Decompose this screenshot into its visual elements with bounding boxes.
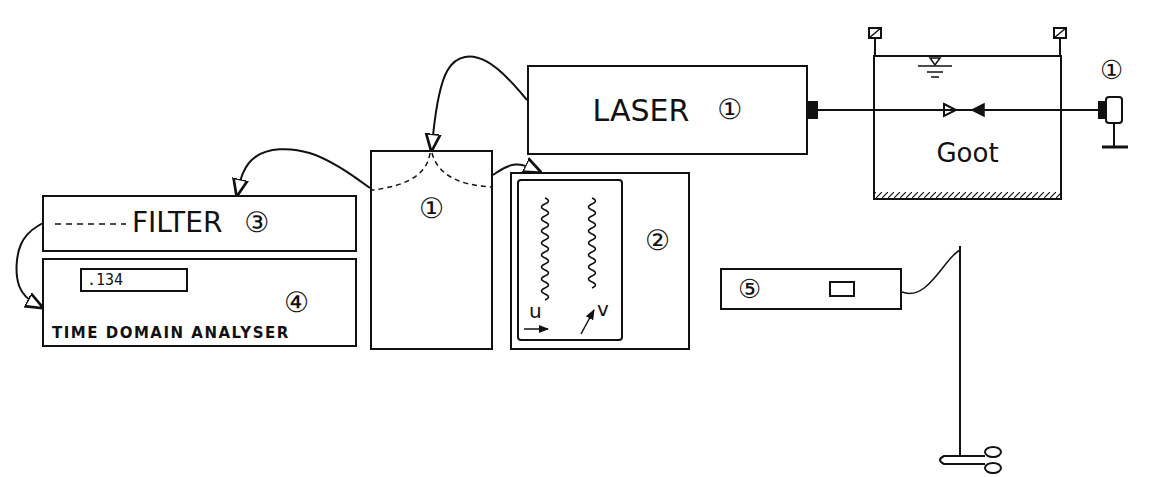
filter-path [55,223,126,225]
beam-direction [972,104,984,116]
filter-box: FILTER ③ [42,195,357,252]
connector [432,57,528,150]
node-text: ⑤ [738,275,761,304]
tank-bottom-hatch [875,192,1060,198]
tank-post [1059,38,1061,55]
detector-foot [1102,146,1128,149]
detector-lens [1098,101,1106,119]
flume-tank: Goot [873,55,1062,200]
oscilloscope-box: ② [510,172,690,350]
scope-screen [518,180,622,340]
node-text: ① [717,95,742,126]
beam-direction [944,104,956,116]
laser-nozzle [808,101,818,119]
node-text: Goot [936,139,998,168]
water-level-mark [927,71,943,73]
water-level-mark [930,58,940,65]
callout-number: ① [1100,56,1123,85]
signal-trace [542,198,549,300]
signal-trace [589,198,596,288]
node-text: ③ [244,208,269,239]
post-clamp [1054,28,1066,38]
velocity-symbol: v [597,298,609,320]
tank-post [874,38,876,55]
propeller-blade [985,463,1001,473]
stirrer-shaft [940,456,985,464]
photodetector [1106,97,1122,123]
node-text: LASER [593,94,690,127]
laser-beam [873,109,1098,111]
laser-box: LASER ① [527,65,808,155]
node-text: ④ [284,288,309,319]
controller-box: ⑤ [720,268,902,310]
detector-stand [1113,123,1115,146]
post-clamp-mark [869,28,881,38]
node-text: TIME DOMAIN ANALYSER [52,325,290,342]
node-text: ① [419,194,444,225]
propeller-blade [985,447,1001,457]
post-clamp [869,28,881,38]
stirrer-rod [959,246,961,455]
post-clamp-mark [1054,28,1066,38]
node-text: ② [645,226,670,257]
analyser-box: ④ TIME DOMAIN ANALYSER .134 [42,258,357,347]
display-window: .134 [80,268,188,292]
velocity-arrow [524,328,548,330]
controller-window [830,282,854,296]
internal-signal [432,153,491,187]
velocity-arrow [581,310,594,334]
processor-box: ① [370,150,493,350]
connector [237,149,370,195]
connector [17,224,42,308]
water-level-mark [931,76,939,78]
connector [818,109,873,111]
velocity-symbol: u [529,300,542,322]
node-text: FILTER [132,208,222,239]
node-text: .134 [87,272,123,289]
stirrer-wire [902,250,960,293]
internal-signal [372,153,430,190]
